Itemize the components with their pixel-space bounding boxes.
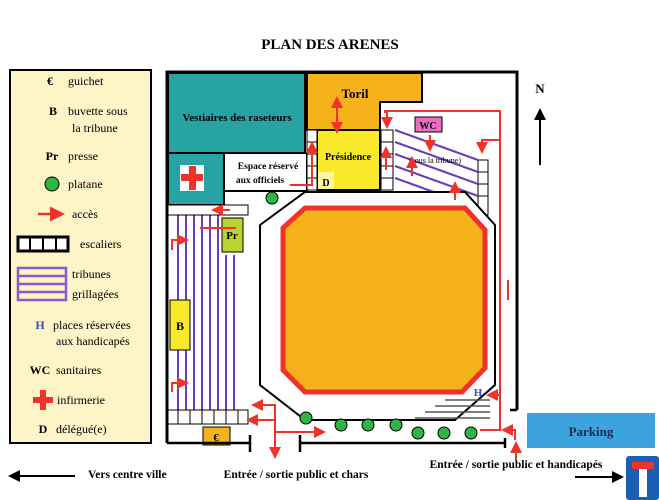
toril-room [306,72,423,131]
toril-label: Toril [342,86,369,101]
legend-buvette-symbol: B [49,104,57,118]
presidence-label: Présidence [325,152,372,163]
legend-buvette-label: buvette sous [68,104,128,118]
legend-guichet-label: guichet [68,74,104,88]
centre-ville-label: Vers centre ville [88,469,167,481]
legend-platane-label: platane [68,177,103,191]
legend-h-label: places réservées [53,318,131,332]
dead-end-sign-icon [626,456,659,500]
wc-label: WC [419,121,436,132]
sous-tribune-label: (sous la tribune) [409,156,461,165]
legend-escaliers-label: escaliers [80,237,122,251]
legend-acces-label: accès [72,207,98,221]
espace-label: Espace réservé [238,162,298,172]
legend-tribunes-label: tribunes [72,267,111,281]
buvette-box [169,299,191,351]
arena-ring [280,205,488,395]
exit-chars-label: Entrée / sortie public et chars [224,469,369,481]
guichet-box [202,426,231,446]
tribune-icon [16,266,68,302]
legend-tribunes-label2: grillagées [72,287,119,301]
legend-wc-symbol: WC [30,363,51,377]
handicapes-marker: H [474,387,483,399]
delegue-marker: D [322,178,329,189]
legend-delegue-symbol: D [39,422,48,436]
legend-buvette-label2: la tribune [72,121,118,135]
legend-presse-symbol: Pr [46,149,59,163]
legend-guichet-symbol: € [47,74,53,88]
legend-delegue-label: délégué(e) [56,422,107,436]
presse-label: Pr [226,230,238,242]
arena-plan: Vestiaires des raseteurs Toril Présidenc… [8,70,659,500]
espace-label2: aux officiels [236,176,285,186]
exit-handicapes-label: Entrée / sortie public et handicapés [430,459,603,471]
stairs-icon [16,235,70,253]
map-title: PLAN DES ARENES [261,37,399,53]
trees [265,191,478,440]
tree-icon [44,176,60,192]
red-cross-icon [33,390,53,410]
legend: € guichet B buvette sous la tribune Pr p… [9,69,152,444]
legend-infirmerie-label: infirmerie [57,393,105,407]
legend-wc-label: sanitaires [56,363,102,377]
north-label: N [535,81,545,96]
presse-box [221,217,244,253]
buvette-label: B [176,319,184,333]
access-arrows [171,96,522,460]
guichet-label: € [213,432,219,444]
legend-h-label2: aux handicapés [56,334,130,348]
parking-area [527,413,655,448]
parking-label: Parking [569,424,614,439]
legend-h-symbol: H [35,318,45,332]
wc-box [414,116,443,133]
vestiaires-label: Vestiaires des raseteurs [182,112,292,124]
red-cross-icon [181,166,203,190]
legend-presse-label: presse [68,149,98,163]
